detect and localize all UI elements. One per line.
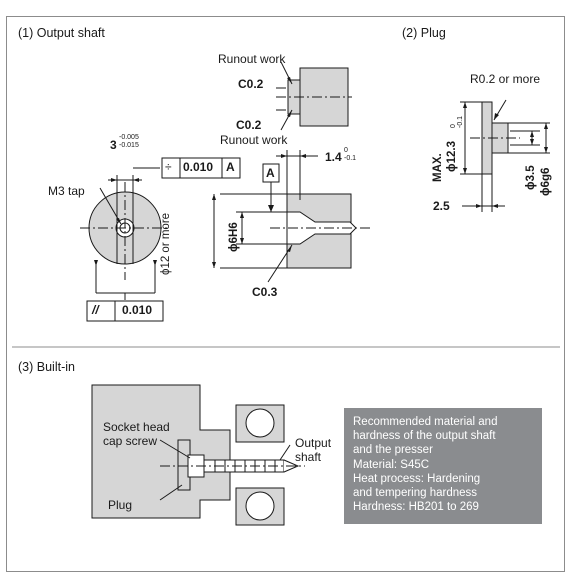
plug-thickness: 2.5 [433,199,450,213]
runout-detail [276,61,352,131]
parallel-symbol: // [92,303,99,317]
material-note: Recommended material and hardness of the… [344,408,542,524]
note-line-4: Material: S45C [353,458,430,471]
c02-label-bottom: C0.2 [236,118,262,132]
width-main: 3 [110,138,117,152]
plug-dia-tolerance: 0 -0.1 [450,116,464,128]
built-in-drawing [91,384,305,526]
dia-h6-label: ϕ6H6 [228,222,240,252]
note-line-6: and tempering hardness [353,487,478,500]
length-lower: -0.1 [344,155,357,162]
length-tolerance: 0 -0.1 [344,147,356,163]
radius-label: R0.2 or more [470,72,541,86]
plug-dia-upper: 0 [450,124,457,128]
note-line-2: hardness of the output shaft [353,430,496,443]
plug-dia-small: ϕ3.5 [525,165,537,190]
runout-label-top: Runout work [218,52,286,66]
output-shaft-label: Output shaft [295,436,331,464]
c02-label-top: C0.2 [238,77,264,91]
perp-value: 0.010 [183,160,214,174]
plug-drawing [460,99,550,212]
m3-tap-label: M3 tap [48,184,85,198]
width-tolerance: -0.005 -0.015 [119,134,139,150]
note-line-1: Recommended material and [353,416,498,428]
width-upper: -0.005 [119,134,139,141]
socket-line-2: cap screw [103,434,158,448]
output-line-1: Output [295,436,332,450]
max-label: MAX. [432,153,444,182]
plug-title: (2) Plug [402,26,446,40]
c03-label: C0.3 [252,285,278,299]
perp-datum: A [226,160,235,174]
outer-border [6,16,565,572]
shaft-side-view [212,150,372,283]
perp-symbol: ÷ [165,160,172,174]
plug-dia-main: ϕ12.3 [446,140,458,172]
width-lower: -0.015 [119,142,139,149]
runout-label-bottom: Runout work [220,133,288,147]
length-upper: 0 [344,147,348,154]
plug-dia-lower: -0.1 [457,115,464,128]
length-main: 1.4 [325,150,342,164]
shaft-front-view [80,167,170,300]
output-shaft-drawing [80,61,372,322]
plug-label: Plug [108,498,133,512]
note-line-5: Heat process: Hardening [353,472,481,485]
width-dimension: 3 [110,138,117,152]
dia-min-label: ϕ12 or more [160,212,172,275]
parallel-value: 0.010 [122,303,153,317]
perpendicularity-frame [161,157,241,179]
built-in-title: (3) Built-in [18,360,75,374]
parallelism-frame [86,300,164,322]
socket-line-1: Socket head [103,420,170,434]
plug-dia-g6: ϕ6g6 [540,167,552,196]
output-shaft-title: (1) Output shaft [18,26,105,40]
datum-a-label: A [266,166,275,180]
socket-head-label: Socket head cap screw [103,420,170,448]
note-line-7: Hardness: HB201 to 269 [353,501,479,514]
output-line-2: shaft [295,450,322,464]
note-line-3: and the presser [353,444,433,457]
